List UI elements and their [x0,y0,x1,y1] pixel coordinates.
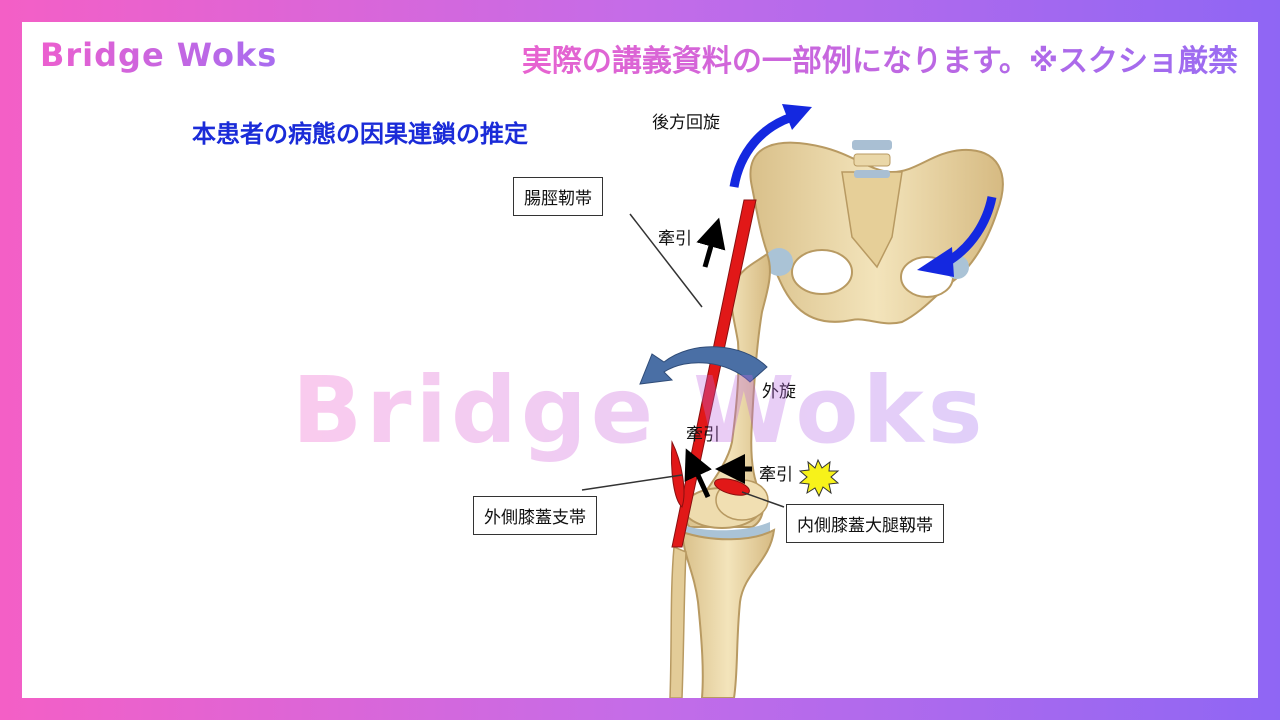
label-posterior-rotation: 後方回旋 [652,113,720,133]
tibia-fibula [669,528,776,698]
anatomy-illustration [581,104,1004,698]
label-traction-right: 牽引 [759,465,793,485]
leader-medial-patellofemoral [741,491,785,508]
traction-arrow-upper [696,217,726,268]
watermark: Bridge Woks [292,357,987,464]
label-lateral-patellar-retinaculum: 外側膝蓋支帯 [473,496,597,535]
pain-star-icon [798,458,840,498]
slide: Bridge Woks 実際の講義資料の一部例になります。※スクショ厳禁 本患者… [22,22,1258,698]
label-iliotibial-band: 腸脛靭帯 [513,177,603,216]
rotation-arrow-right [944,196,997,266]
leader-lateral-retinaculum [581,474,683,491]
external-rotation-arrow [639,346,768,385]
knee-cartilage [677,522,770,540]
rotation-arrowhead-right [917,247,954,277]
rotation-arrowhead-left [782,104,812,130]
label-traction-middle: 牽引 [686,425,720,445]
label-external-rotation: 外旋 [762,382,796,402]
lateral-retinaculum [671,440,685,508]
label-medial-patellofemoral-ligament: 内側膝蓋大腿靱帯 [786,504,944,543]
pelvis [749,140,1004,325]
rotation-arrow-left [729,112,794,188]
screenshot-notice: 実際の講義資料の一部例になります。※スクショ厳禁 [522,36,1238,80]
brand-logo-text: Bridge Woks [40,36,278,74]
diagram-title: 本患者の病態の因果連鎖の推定 [192,120,528,148]
traction-arrow-middle [684,448,712,499]
leader-iliotibial-band [629,213,703,308]
label-traction-upper: 牽引 [658,229,692,249]
